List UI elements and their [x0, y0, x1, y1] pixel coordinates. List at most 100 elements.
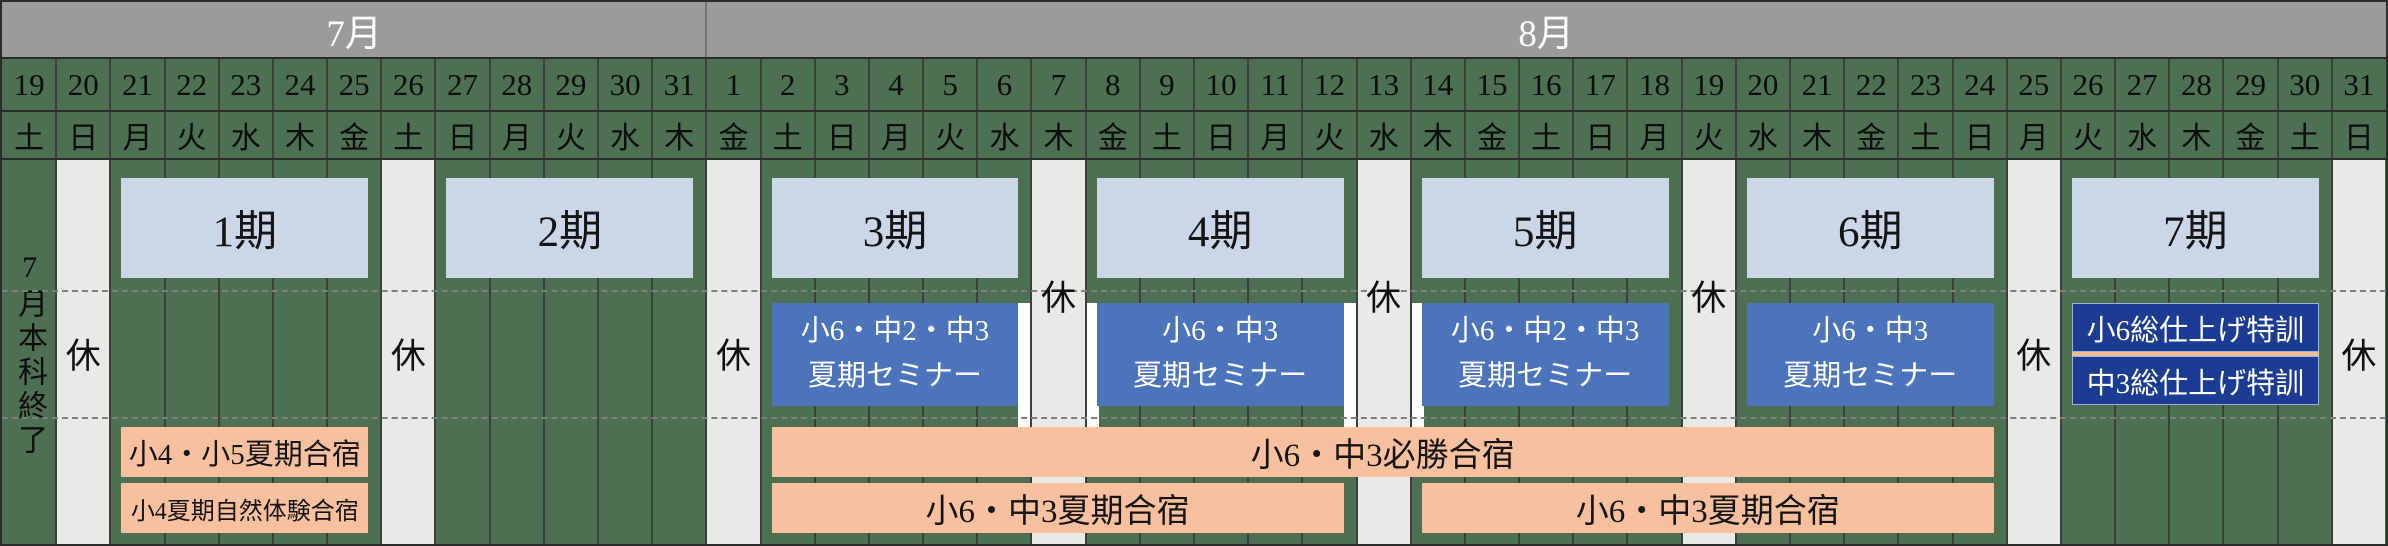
grid-line-vertical [922, 57, 925, 544]
date-cell: 29 [555, 66, 587, 102]
grid-line-vertical [217, 57, 220, 544]
date-cell: 28 [501, 66, 533, 102]
final-training-block: 小6総仕上げ特訓 [2071, 303, 2319, 352]
date-cell: 31 [663, 66, 695, 102]
grid-line-vertical [1355, 57, 1358, 544]
weekday-cell: 木 [2181, 122, 2212, 155]
date-cell: 9 [1159, 66, 1175, 102]
rest-day-column [382, 158, 435, 544]
grid-line-vertical [759, 57, 762, 544]
grid-line-vertical [2005, 57, 2008, 544]
weekday-cell: 日 [1206, 122, 1237, 155]
grid-line-vertical [1084, 57, 1087, 544]
weekday-cell: 水 [1747, 122, 1778, 155]
grid-line-vertical [976, 57, 979, 544]
seminar-label-line: 小6・中2・中3 [800, 315, 990, 348]
weekday-cell: 月 [1639, 122, 1670, 155]
date-cell: 29 [2235, 66, 2267, 102]
date-cell: 3 [834, 66, 850, 102]
july-course-end-note: 7月本科終了 [13, 250, 47, 458]
grid-line-vertical [163, 57, 166, 544]
grid-line-vertical [380, 57, 383, 544]
weekday-cell: 月 [122, 122, 153, 155]
date-cell: 25 [2018, 66, 2050, 102]
month-header-august: 8月 [706, 2, 2386, 57]
rest-day-column [1357, 158, 1410, 544]
date-cell: 18 [1639, 66, 1671, 102]
weekday-cell: 土 [772, 122, 803, 155]
date-cell: 8 [1104, 66, 1121, 102]
rest-day-label: 休 [2016, 336, 2052, 376]
date-cell: 21 [1801, 66, 1833, 102]
weekday-cell: 火 [555, 122, 586, 155]
grid-line-vertical [488, 57, 491, 544]
weekday-cell: 水 [230, 122, 261, 155]
month-divider [705, 2, 708, 57]
grid-line-vertical [2276, 57, 2279, 544]
grid-line-vertical [1518, 57, 1521, 544]
date-cell: 19 [13, 66, 45, 102]
row-divider-dashed [2, 417, 2386, 419]
date-cell: 13 [1368, 66, 1400, 102]
rest-day-label: 休 [1691, 278, 1727, 318]
date-cell: 11 [1260, 66, 1291, 102]
date-cell: 19 [1693, 66, 1725, 102]
month-header-july: 7月 [2, 2, 707, 57]
weekday-cell: 火 [1314, 122, 1345, 155]
rest-day-column [1032, 158, 1085, 544]
grid-line-vertical [2168, 57, 2171, 544]
grid-line-vertical [2114, 57, 2117, 544]
period-block: 5期 [1421, 178, 1669, 278]
weekday-cell: 水 [989, 122, 1020, 155]
weekday-cell: 日 [2343, 122, 2374, 155]
weekday-cell: 土 [1151, 122, 1182, 155]
weekday-cell: 日 [826, 122, 857, 155]
grid-line-vertical [2222, 57, 2225, 544]
camp-bar: 小6・中3夏期合宿 [1421, 483, 1994, 533]
grid-line-vertical [1409, 57, 1412, 544]
grid-line-vertical [1626, 57, 1629, 544]
grid-line-vertical [326, 57, 329, 544]
rest-day-label: 休 [2341, 336, 2377, 376]
weekday-cell: 木 [284, 122, 315, 155]
date-cell: 26 [2072, 66, 2104, 102]
weekday-cell: 金 [2235, 122, 2266, 155]
grid-line-vertical [1463, 57, 1466, 544]
grid-line-vertical [2059, 57, 2062, 544]
date-cell: 16 [1530, 66, 1562, 102]
period-block: 2期 [446, 178, 694, 278]
weekday-cell: 金 [1097, 122, 1128, 155]
weekday-cell: 月 [2018, 122, 2049, 155]
rest-day-label: 休 [715, 336, 751, 376]
weekday-cell: 水 [610, 122, 641, 155]
period-block: 6期 [1746, 178, 1994, 278]
grid-line-vertical [867, 57, 870, 544]
weekday-cell: 土 [2289, 122, 2320, 155]
rest-day-column [2332, 158, 2385, 544]
white-gap [1086, 303, 1099, 427]
grid-line-horizontal [2, 158, 2386, 160]
weekday-cell: 水 [2127, 122, 2158, 155]
camp-bar: 小6・中3必勝合宿 [771, 427, 1994, 477]
grid-line-vertical [542, 57, 545, 544]
date-cell: 27 [2126, 66, 2158, 102]
weekday-cell: 土 [393, 122, 424, 155]
date-cell: 7 [1050, 66, 1067, 102]
date-cell: 17 [1584, 66, 1616, 102]
weekday-cell: 木 [1422, 122, 1453, 155]
grid-line-vertical [55, 57, 58, 544]
grid-line-vertical [1138, 57, 1141, 544]
grid-line-vertical [2330, 57, 2333, 544]
weekday-cell: 金 [1476, 122, 1507, 155]
date-cell: 28 [2180, 66, 2212, 102]
grid-line-vertical [813, 57, 816, 544]
final-training-divider [2071, 352, 2319, 356]
white-gap [1343, 303, 1356, 427]
weekday-cell: 木 [1802, 122, 1833, 155]
grid-line-vertical [271, 57, 274, 544]
weekday-cell: 土 [14, 122, 45, 155]
grid-line-vertical [597, 57, 599, 544]
grid-line-vertical [1897, 57, 1900, 544]
